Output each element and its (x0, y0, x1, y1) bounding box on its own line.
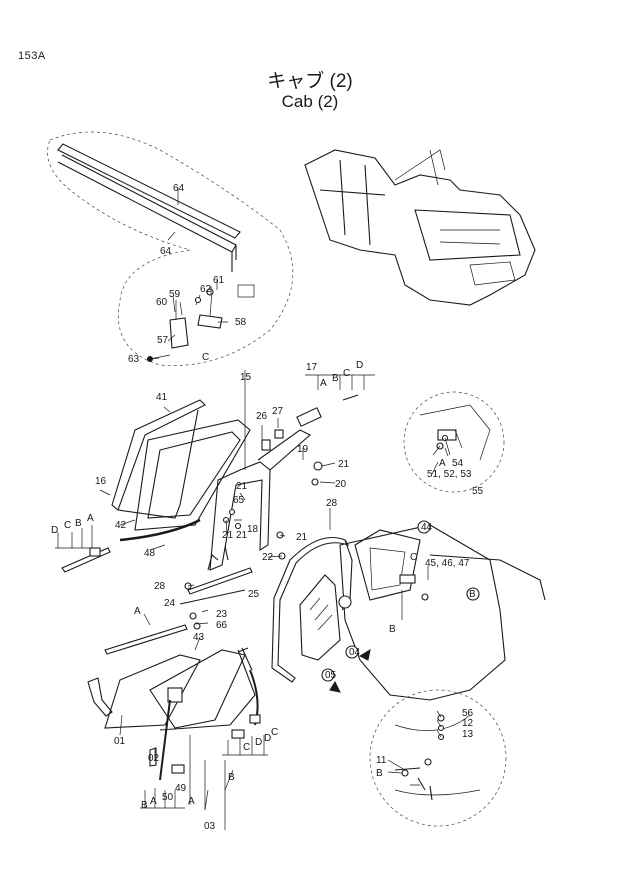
callout: 45, 46, 47 (425, 558, 470, 569)
leader-lines (99, 188, 449, 811)
callout: 20 (335, 479, 347, 490)
callout: 44 (421, 522, 433, 533)
callout: 60 (156, 297, 168, 308)
front-glass-panels (87, 647, 259, 781)
callout-labels: 64 64 61 62 59 60 58 57 63 C 17 D C B A … (51, 183, 484, 832)
callout: A (320, 378, 327, 389)
callout: 62 (200, 284, 212, 295)
callout: D (356, 360, 363, 371)
title-japanese: キャブ (2) (267, 71, 353, 92)
callout: 51, 52, 53 (427, 469, 472, 480)
view-markers (321, 520, 480, 693)
callout: 03 (204, 821, 216, 832)
callout: 23 (216, 609, 228, 620)
callout: C (202, 352, 209, 363)
callout: 41 (156, 392, 168, 403)
callout: 42 (115, 520, 127, 531)
callout: 54 (452, 458, 464, 469)
callout: 61 (213, 275, 225, 286)
callout: B (469, 589, 476, 600)
detail-b-view (369, 689, 507, 827)
callout: 01 (114, 736, 126, 747)
callout: 21 (236, 481, 248, 492)
callout: 59 (169, 289, 181, 300)
callout: B (376, 768, 383, 779)
callout: 64 (173, 183, 185, 194)
title-english: Cab (2) (281, 92, 339, 111)
callout: C (64, 520, 71, 531)
callout: 64 (160, 246, 172, 257)
callout: 19 (297, 444, 309, 455)
callout: 50 (162, 792, 174, 803)
callout: 55 (472, 486, 484, 497)
callout: 02 (148, 753, 160, 764)
callout: 11 (376, 755, 387, 766)
callout: 13 (462, 729, 474, 740)
callout: 05 (325, 670, 337, 681)
callout: B (75, 518, 82, 529)
callout: B (228, 772, 235, 783)
rods (104, 567, 253, 655)
bottom-hardware (140, 714, 268, 830)
callout: B (141, 800, 148, 811)
callout: D (51, 525, 58, 536)
pillar-assembly (184, 370, 359, 590)
callout: D (255, 737, 262, 748)
page-number: 153A (18, 50, 46, 62)
bracket-17 (305, 374, 375, 390)
callout: 16 (95, 476, 107, 487)
callout: 43 (193, 632, 205, 643)
callout: 21 (222, 530, 234, 541)
rear-window-frame (111, 399, 251, 542)
callout: A (439, 458, 446, 469)
callout: D (264, 733, 271, 744)
callout: 63 (128, 354, 140, 365)
callout: C (271, 727, 278, 738)
callout: B (332, 373, 339, 384)
callout: 12 (462, 718, 474, 729)
callout: 26 (256, 411, 268, 422)
detail-a-view (403, 391, 505, 493)
callout: B (389, 624, 396, 635)
callout: A (188, 796, 195, 807)
cab-base (339, 524, 546, 701)
excavator-overview (304, 149, 536, 306)
callout: 22 (262, 552, 274, 563)
callout: 21 (338, 459, 350, 470)
callout: 58 (235, 317, 247, 328)
callout: A (150, 796, 157, 807)
callout: 28 (326, 498, 338, 509)
left-bracket-abcd (55, 525, 111, 573)
callout: 57 (157, 335, 169, 346)
callout: A (87, 513, 94, 524)
callout: 21 (296, 532, 308, 543)
callout: 49 (175, 783, 187, 794)
callout: 21 (236, 530, 248, 541)
callout: C (243, 742, 250, 753)
callout: A (134, 606, 141, 617)
callout: 56 (462, 708, 474, 719)
callout: 24 (164, 598, 176, 609)
callout: 18 (247, 524, 259, 535)
callout: 27 (272, 406, 284, 417)
callout: 65 (233, 495, 245, 506)
callout: 17 (306, 362, 318, 373)
door-frame-48 (271, 536, 353, 683)
callout: 04 (349, 647, 361, 658)
callout: 48 (144, 548, 156, 559)
callout: C (410, 552, 417, 563)
callout: C (343, 368, 350, 379)
callout: 28 (154, 581, 166, 592)
callout: 25 (248, 589, 260, 600)
callout: 15 (240, 372, 252, 383)
callout: 66 (216, 620, 228, 631)
